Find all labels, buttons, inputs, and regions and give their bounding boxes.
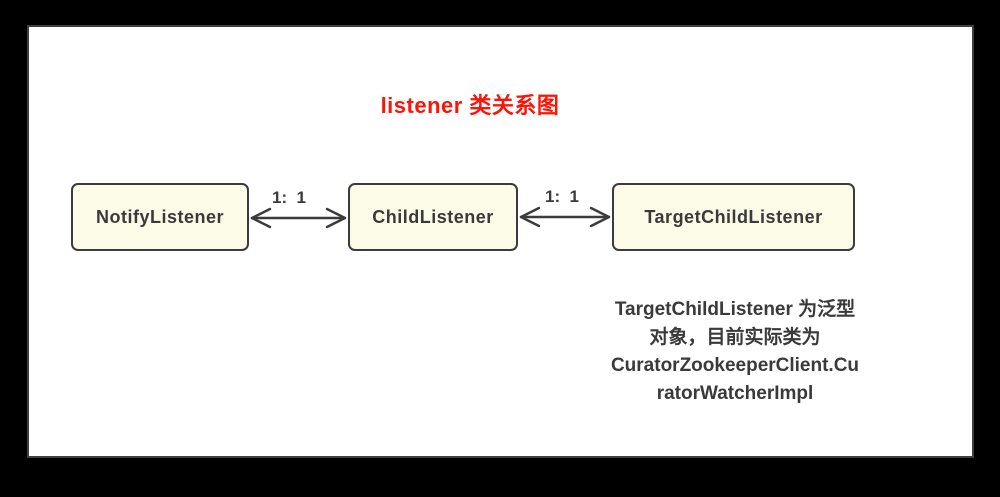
edge-label-notify-child: 1: 1 — [271, 188, 307, 207]
node-notify-listener: NotifyListener — [71, 183, 249, 251]
note-line-3: CuratorZookeeperClient.Cu — [610, 355, 860, 376]
edge-label-child-target: 1: 1 — [544, 187, 580, 206]
note-line-1: TargetChildListener 为泛型 — [614, 299, 856, 320]
node-target-child-listener: TargetChildListener — [612, 183, 855, 251]
note-text-block: TargetChildListener 为泛型 对象，目前实际类为 Curato… — [555, 296, 915, 408]
note-line-2: 对象，目前实际类为 — [649, 327, 821, 348]
diagram-title: listener 类关系图 — [380, 93, 560, 118]
note-line-4: ratorWatcherImpl — [656, 383, 814, 404]
node-child-listener: ChildListener — [348, 183, 518, 251]
